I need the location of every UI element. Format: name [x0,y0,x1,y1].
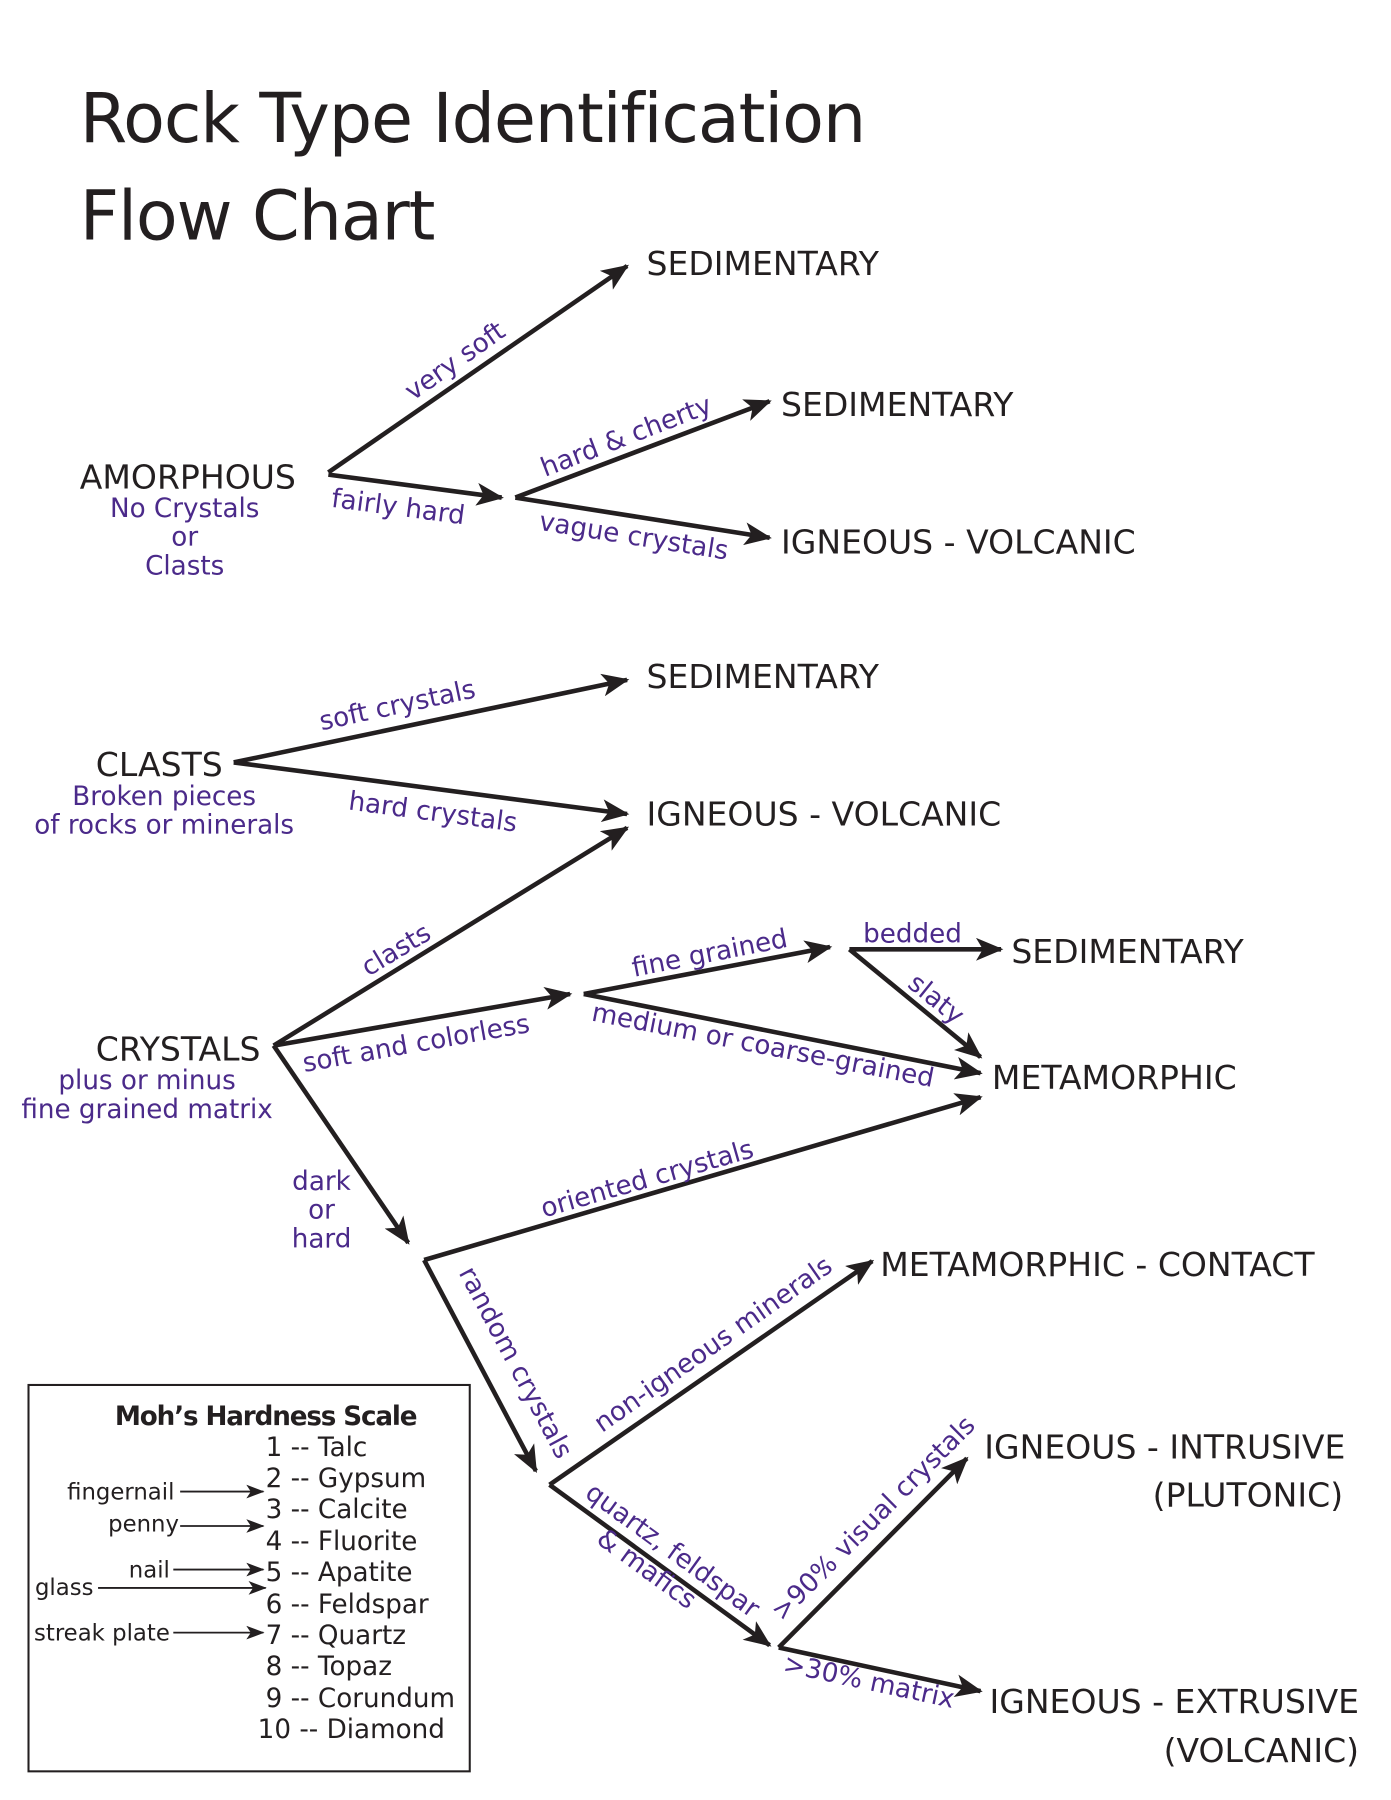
mohs-item: 8 -- Topaz [266,1652,392,1682]
ref-streak-plate: streak plate [34,1621,170,1647]
arrow-oriented [423,1093,983,1263]
mohs-box-border [27,1383,471,1773]
arrow-very-soft [327,264,629,475]
outcome-volcanic: (VOLCANIC) [1164,1731,1359,1770]
arrow-slaty [847,947,983,1059]
outcome-plutonic: (PLUTONIC) [1153,1475,1343,1514]
outcome-sedimentary: SEDIMENTARY [1011,932,1244,971]
ref-penny: penny [108,1512,179,1538]
mohs-item: 6 -- Feldspar [266,1590,429,1620]
ref-nail: nail [129,1558,170,1584]
mohs-title: Moh’s Hardness Scale [115,1402,417,1432]
arrow-random [422,1258,538,1473]
mohs-item: 7 -- Quartz [266,1621,406,1651]
amorphous-sub-3: Clasts [145,551,224,581]
label-fine-grained: fine grained [630,924,791,984]
arrows [233,264,1004,1697]
arrow-soft-colorless [273,987,573,1048]
label-non-igneous: non-igneous minerals [589,1251,838,1439]
mohs-item: 3 -- Calcite [266,1495,408,1525]
ref-glass: glass [35,1575,94,1601]
ref-fingernail: fingernail [67,1480,174,1506]
mohs-item: 4 -- Fluorite [266,1527,418,1557]
arrow-quartz-feldspar [548,1482,772,1648]
label-or: or [308,1196,335,1226]
label-visual90: >90% visual crystals [766,1411,982,1628]
node-clasts: CLASTS [96,745,223,784]
arrow-soft-crystals [233,673,630,765]
label-oriented: oriented crystals [538,1134,758,1224]
arrow-visual90 [777,1456,969,1650]
mohs-item: 9 -- Corundum [266,1684,455,1714]
outcome-metamorphic: METAMORPHIC [992,1058,1237,1097]
outcome-igneous-intrusive: IGNEOUS - INTRUSIVE [984,1427,1345,1466]
node-amorphous: AMORPHOUS [80,457,296,496]
title-line-2: Flow Chart [80,176,435,256]
arrow-matrix30 [778,1645,983,1697]
label-clasts: clasts [356,918,436,983]
clasts-sub-1: Broken pieces [72,782,256,812]
arrow-dark-or-hard [271,1044,411,1245]
amorphous-sub-2: or [171,523,198,553]
arrow-fairly-hard [328,472,504,506]
label-matrix30: >30% matrix [781,1649,957,1715]
label-hard-cherty: hard & cherty [537,390,716,483]
mohs-item: 10 -- Diamond [258,1715,445,1745]
label-hard: hard [292,1224,352,1254]
arrow-vague-crystals [515,495,772,546]
arrow-fine-grained [583,940,833,997]
outcome-sedimentary: SEDIMENTARY [646,657,879,696]
outcome-igneous-volcanic: IGNEOUS - VOLCANIC [781,523,1136,562]
crystals-sub-2: fine grained matrix [21,1095,272,1125]
arrow-hard-crystals [233,760,630,823]
mohs-items: 1 -- Talc 2 -- Gypsum 3 -- Calcite 4 -- … [258,1433,455,1745]
mohs-item: 5 -- Apatite [266,1558,413,1588]
label-dark: dark [292,1167,351,1197]
outcome-sedimentary: SEDIMENTARY [646,244,879,283]
arrow-non-igneous [548,1259,875,1487]
mohs-item: 2 -- Gypsum [266,1464,427,1494]
mohs-hardness-box: Moh’s Hardness Scale 1 -- Talc 2 -- Gyps… [27,1383,471,1773]
crystals-sub-1: plus or minus [58,1066,235,1096]
arrow-medium-coarse [583,991,983,1080]
mohs-item: 1 -- Talc [266,1433,368,1463]
outcome-metamorphic-contact: METAMORPHIC - CONTACT [880,1245,1315,1284]
clasts-sub-2: of rocks or minerals [34,810,294,840]
label-very-soft: very soft [400,316,511,407]
outcome-igneous-volcanic: IGNEOUS - VOLCANIC [646,794,1001,833]
label-bedded: bedded [863,919,962,949]
node-crystals: CRYSTALS [96,1029,261,1068]
arrow-hard-cherty [514,399,772,500]
label-medium-coarse: medium or coarse-grained [589,998,936,1094]
outcome-igneous-extrusive: IGNEOUS - EXTRUSIVE [989,1682,1359,1721]
title-line-1: Rock Type Identification [80,79,865,159]
arrow-clasts [272,825,630,1048]
amorphous-sub-1: No Crystals [110,494,259,524]
outcome-sedimentary: SEDIMENTARY [781,385,1014,424]
